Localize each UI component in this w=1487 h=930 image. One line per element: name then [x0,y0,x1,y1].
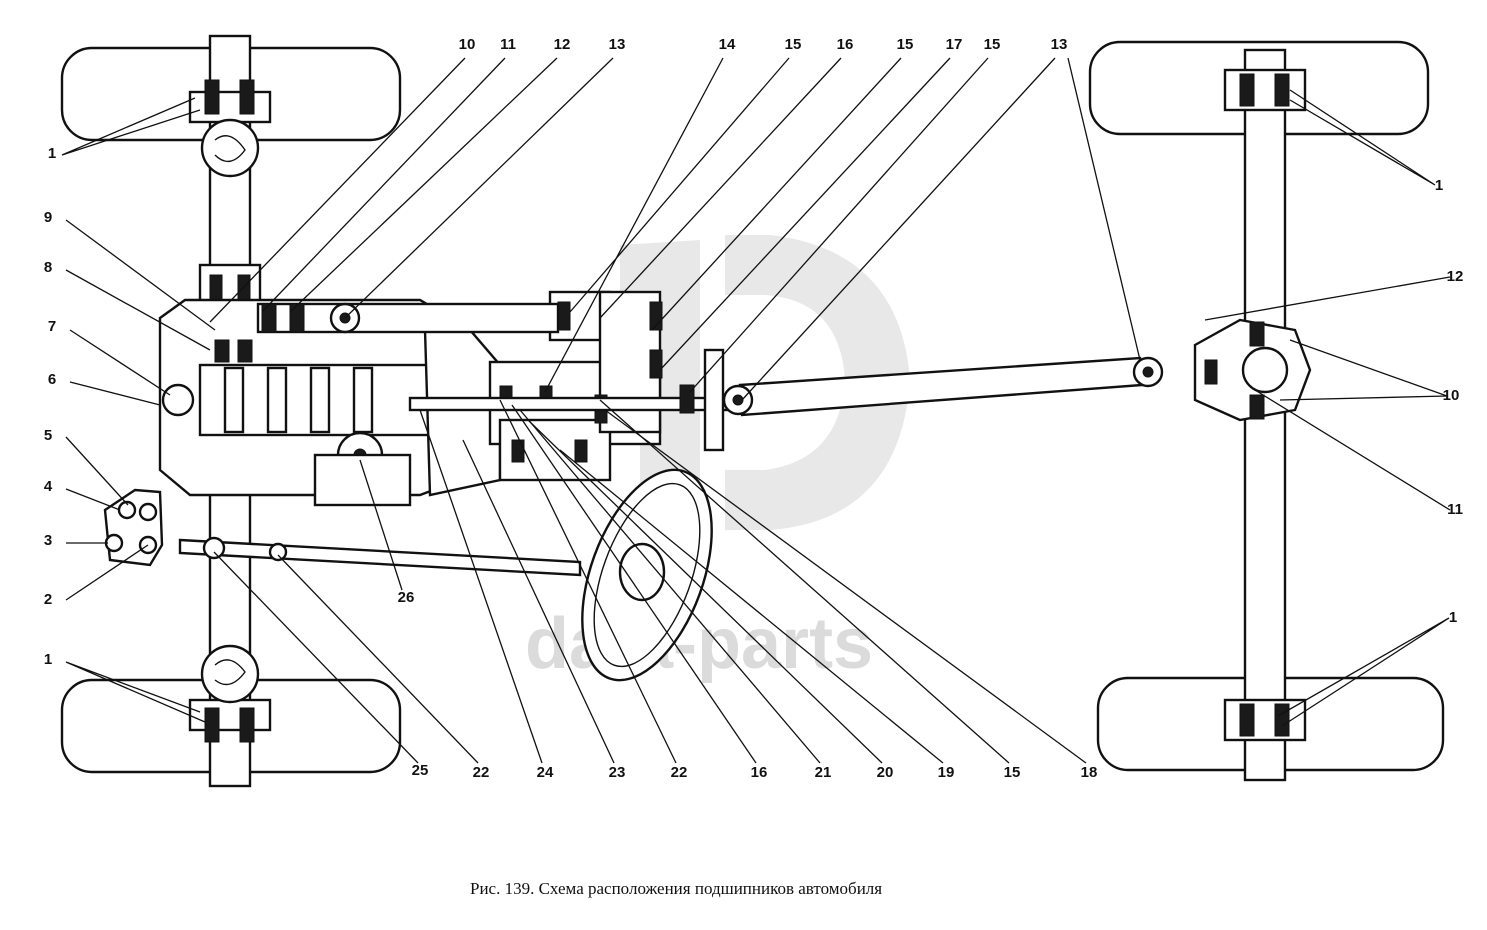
callout-c15b: 15 [897,36,914,53]
callout-c4: 4 [44,478,53,495]
callout-c13a: 13 [609,36,626,53]
engine-block [158,298,502,507]
callout-c16b: 16 [751,764,768,781]
callout-c10b: 10 [1443,387,1460,404]
front-axle [60,34,402,788]
callout-c19: 19 [938,764,955,781]
callout-c20: 20 [877,764,894,781]
callout-c25: 25 [412,762,429,779]
callout-c1b: 1 [44,651,52,668]
callout-c5: 5 [44,427,52,444]
callout-c11b: 11 [1447,501,1463,518]
cv-joint-top [200,118,260,178]
callout-c1a: 1 [48,145,56,162]
hub-bottom [188,698,272,732]
callout-c11a: 11 [500,36,516,53]
callout-c2: 2 [44,591,52,608]
rear-hub-top [1223,68,1307,112]
crankshaft [223,366,374,434]
callout-c1d: 1 [1449,609,1457,626]
rear-propeller-shaft [722,356,1164,417]
rear-hub-bottom [1223,698,1307,742]
callout-c9: 9 [44,209,52,226]
callout-c21: 21 [815,764,832,781]
steering [103,468,713,682]
callout-c15c: 15 [984,36,1001,53]
flywheel [423,328,502,497]
callout-c10a: 10 [459,36,476,53]
rear-axle [1088,40,1445,782]
callout-c13b: 13 [1051,36,1068,53]
rear-prop-tube [738,356,1144,417]
starter [313,453,412,507]
steering-gear [103,488,164,567]
callout-c26: 26 [398,589,415,606]
callout-c22a: 22 [473,764,490,781]
callout-c18: 18 [1081,764,1098,781]
callout-c14: 14 [719,36,736,53]
callout-c12a: 12 [554,36,571,53]
callout-c16a: 16 [837,36,854,53]
callout-c15d: 15 [1004,764,1021,781]
callout-c12b: 12 [1447,268,1464,285]
callout-c22b: 22 [671,764,688,781]
figure-caption: Рис. 139. Схема расположения подшипников… [470,879,882,898]
hub-top [188,90,272,124]
callout-c23: 23 [609,764,626,781]
front-propeller-shaft [256,302,560,334]
leader-lines [61,57,1451,764]
callout-c3: 3 [44,532,52,549]
steering-hub [618,542,666,602]
callout-c24: 24 [537,764,554,781]
cv-joint-bottom [200,644,260,704]
pulley [161,383,195,417]
callout-c6: 6 [48,371,56,388]
callout-c15a: 15 [785,36,802,53]
front-prop-tube [256,302,560,334]
callout-c1c: 1 [1435,177,1443,194]
watermark-text: data-parts [525,604,873,684]
callout-c7: 7 [48,318,56,335]
callout-c8: 8 [44,259,52,276]
callout-c17: 17 [946,36,963,53]
